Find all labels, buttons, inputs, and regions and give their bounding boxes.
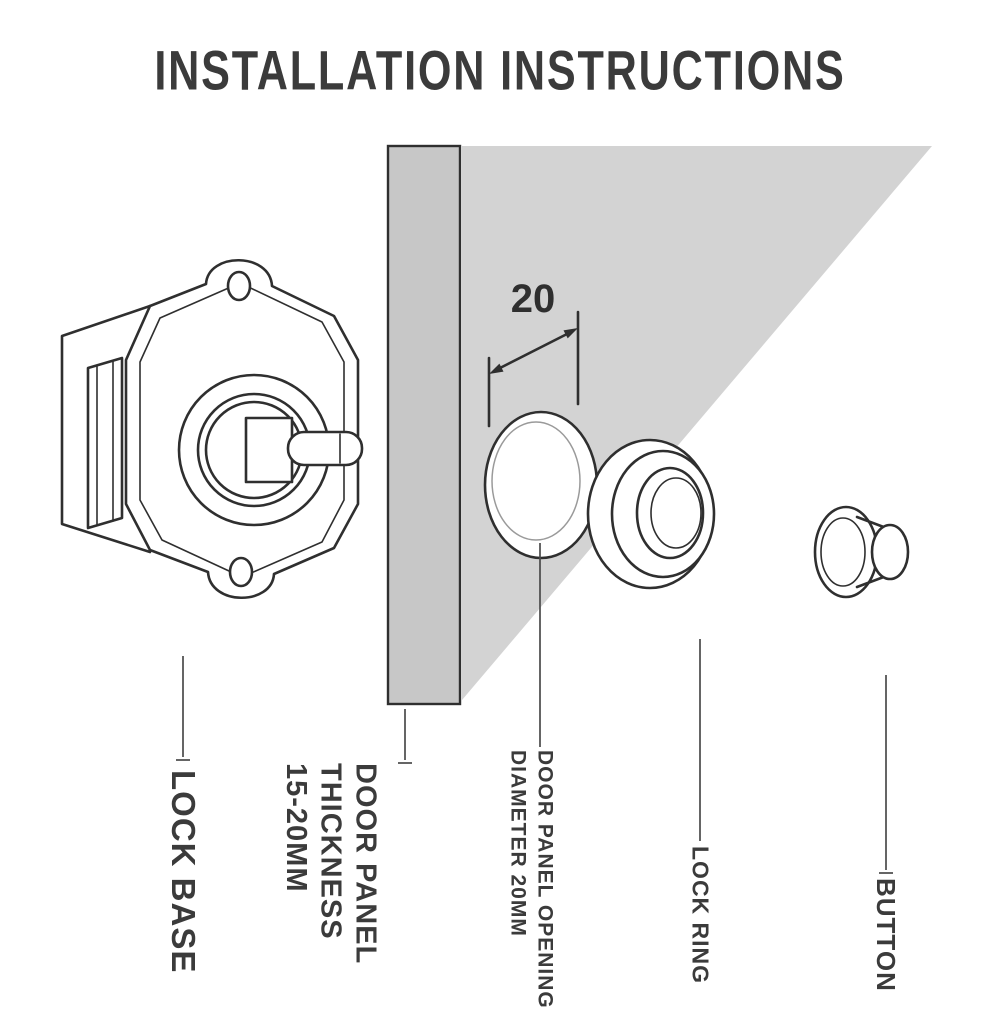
page-title: INSTALLATION INSTRUCTIONS bbox=[154, 41, 846, 103]
lock-base-plate-inner-edge bbox=[139, 282, 345, 578]
lock-base-drawing bbox=[60, 258, 364, 600]
button-drawing bbox=[813, 505, 910, 599]
screw-hole-top bbox=[226, 270, 252, 302]
dimension-arrowhead-right bbox=[563, 328, 578, 339]
dimension-annotation bbox=[487, 310, 580, 428]
door-opening bbox=[483, 410, 599, 560]
lock-base-latch-bar bbox=[86, 356, 124, 530]
door-opening-inner-contour bbox=[491, 421, 581, 541]
label-door-opening-line1: DOOR PANEL OPENING bbox=[533, 750, 557, 1009]
lock-cylinder-hub bbox=[244, 416, 294, 484]
button-cap-contour bbox=[820, 517, 866, 587]
lock-ring-hole bbox=[635, 466, 705, 560]
shade-triangle bbox=[462, 146, 932, 700]
dimension-value: 20 bbox=[510, 277, 556, 321]
screw-hole-bottom bbox=[228, 556, 254, 588]
label-door-panel-opening: DOOR PANEL OPENING DIAMETER 20MM bbox=[504, 750, 559, 1009]
label-lock-base: LOCK BASE bbox=[164, 770, 202, 974]
label-door-panel-line3: 15-20MM bbox=[279, 763, 312, 893]
dimension-arrow-line bbox=[498, 332, 569, 370]
label-lock-ring: LOCK RING bbox=[687, 846, 714, 985]
lock-shaft bbox=[286, 430, 364, 467]
lock-ring-drawing bbox=[586, 438, 716, 590]
label-button: BUTTON bbox=[871, 878, 902, 992]
label-door-panel-line2: THICKNESS bbox=[314, 763, 347, 940]
button-stem-face bbox=[870, 523, 910, 581]
label-door-opening-line2: DIAMETER 20MM bbox=[506, 750, 530, 937]
label-door-panel-line1: DOOR PANEL bbox=[349, 763, 382, 965]
dimension-arrowhead-left bbox=[489, 363, 504, 374]
leader-lines bbox=[176, 543, 893, 874]
label-door-panel-thickness: DOOR PANEL THICKNESS 15-20MM bbox=[278, 763, 382, 964]
door-panel bbox=[386, 144, 462, 706]
lock-ring-hole-depth bbox=[650, 477, 702, 549]
